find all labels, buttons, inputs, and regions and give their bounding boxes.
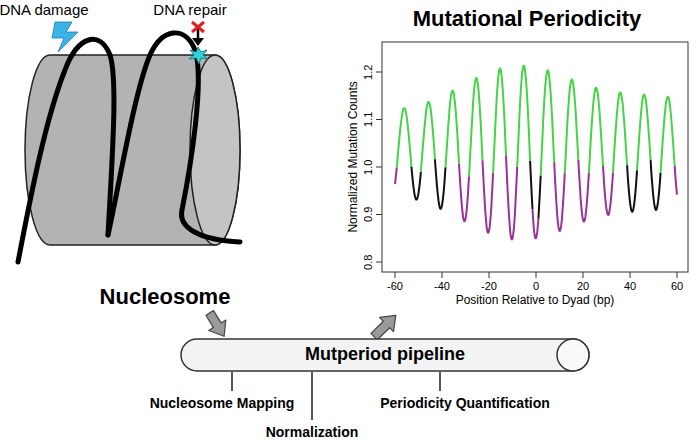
periodicity-curve [395, 66, 677, 240]
tick-mark [442, 272, 443, 278]
curve-segment [506, 156, 517, 240]
curve-segment [435, 159, 446, 209]
plot-frame [382, 42, 688, 272]
tick-label: 1.2 [363, 64, 376, 79]
curve-segment [578, 160, 589, 222]
tick-mark [536, 272, 537, 278]
axis-title: Position Relative to Dyad (bp) [456, 294, 615, 308]
tick-label: -40 [434, 280, 450, 293]
node-title: Nucleosome [100, 284, 231, 310]
node-title: Mutperiod pipeline [305, 344, 465, 366]
step-label: Normalization [266, 424, 359, 440]
tick-mark [376, 119, 382, 120]
curve-segment [493, 68, 506, 172]
curve-segment [533, 209, 539, 238]
tick-mark [376, 262, 382, 263]
tick-mark [583, 272, 584, 278]
lightning-bolt [52, 22, 78, 52]
tick-mark [376, 214, 382, 215]
curve-segment [517, 66, 530, 167]
pipeline-cylinder: Mutperiod pipeline [180, 338, 590, 372]
tick-label: -60 [387, 280, 403, 293]
curve-segment [651, 160, 661, 210]
red-x [192, 22, 204, 32]
block-arrow [371, 315, 396, 339]
tick-label: 1.1 [363, 112, 376, 127]
cylinder-body [181, 339, 589, 371]
leader-line [439, 372, 441, 391]
curve-segment [530, 161, 532, 209]
block-arrow [206, 311, 226, 337]
tick-label: 20 [577, 280, 589, 293]
leader-line [311, 372, 313, 420]
curve-segment [459, 164, 469, 222]
tick-label: 40 [624, 280, 636, 293]
curve-segment [613, 93, 627, 173]
curve-segment [603, 166, 613, 215]
tick-mark [630, 272, 631, 278]
curve-segment [446, 91, 460, 168]
leader-line [231, 372, 233, 391]
curve-segment [661, 97, 675, 173]
repair-arrowhead [192, 38, 204, 46]
tick-mark [376, 72, 382, 73]
tick-mark [489, 272, 490, 278]
curve-segment [421, 102, 435, 172]
tick-mark [677, 272, 678, 278]
curve-segment [554, 162, 565, 231]
tick-label: 1.0 [363, 159, 376, 174]
tick-label: 60 [671, 280, 683, 293]
curve-segment [411, 167, 421, 200]
tick-mark [376, 167, 382, 168]
tick-label: -20 [481, 280, 497, 293]
curve-segment [538, 176, 540, 219]
curve-segment [541, 70, 555, 175]
cylinder-end [557, 339, 589, 371]
tick-label: 0 [533, 280, 539, 293]
damage-star [189, 47, 208, 64]
curve-segment [627, 165, 637, 212]
dna-strand [18, 39, 114, 262]
tick-label: 0.9 [363, 207, 376, 222]
nucleosome-heading: Nucleosome [98, 284, 233, 310]
tick-mark [395, 272, 396, 278]
curve-segment [589, 88, 603, 173]
curve-segment [483, 160, 494, 232]
histone-cylinder [25, 55, 240, 245]
chart-panel: Mutational Periodicity [345, 4, 693, 314]
curve-segment [565, 79, 579, 173]
step-label: Periodicity Quantification [380, 395, 550, 411]
dna-strand [108, 33, 240, 242]
node-title: Mutational Periodicity [413, 6, 642, 32]
curve-segment [675, 166, 677, 195]
callout-label: DNA repair [153, 1, 226, 18]
step-label: Nucleosome Mapping [150, 395, 295, 411]
curve-segment [469, 78, 483, 176]
red-x [192, 22, 204, 32]
tick-label: 0.8 [363, 254, 376, 269]
curve-segment [637, 95, 651, 171]
curve-segment [397, 108, 412, 167]
axis-title: Normalized Mutation Counts [347, 81, 361, 232]
callout-label: DNA damage [0, 1, 89, 18]
curve-segment [395, 167, 397, 184]
